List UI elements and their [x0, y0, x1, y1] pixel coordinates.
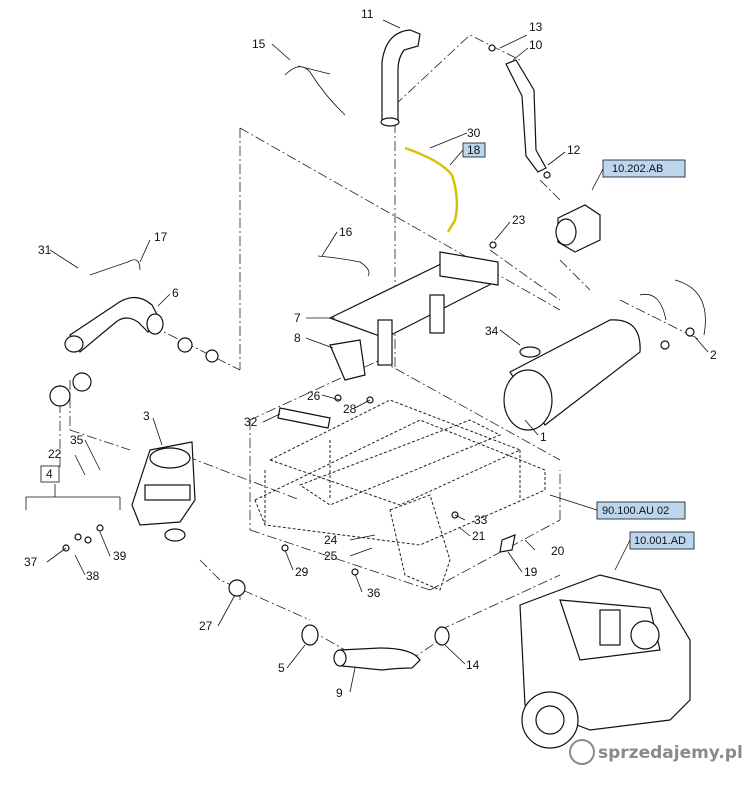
callout-11: 11 — [361, 7, 374, 21]
callout-39: 39 — [113, 549, 127, 563]
callout-21: 21 — [472, 529, 486, 543]
callout-9: 9 — [336, 686, 343, 700]
callout-14: 14 — [466, 658, 480, 672]
hardware — [62, 44, 551, 576]
part-tail-pipe — [505, 59, 547, 173]
callout-4-box — [40, 465, 60, 483]
callout-17: 17 — [154, 230, 168, 244]
callout-34: 34 — [485, 324, 499, 338]
callout-6: 6 — [172, 286, 179, 300]
callout-3: 3 — [143, 409, 150, 423]
watermark: sprzedajemy.pl — [569, 739, 743, 765]
callout-4: 4 — [46, 467, 53, 481]
callout-26: 26 — [307, 389, 321, 403]
callout-37: 37 — [24, 555, 38, 569]
callout-19: 19 — [524, 565, 538, 579]
watermark-icon — [569, 739, 595, 765]
assembly-lines — [59, 34, 701, 661]
callout-18: 18 — [467, 143, 481, 157]
callout-22: 22 — [48, 447, 62, 461]
ref-90-100[interactable]: 90.100.AU 02 — [602, 505, 669, 517]
callout-32: 32 — [244, 415, 258, 429]
part-air-filter-housing — [131, 441, 196, 542]
callout-29: 29 — [295, 565, 309, 579]
callout-33: 33 — [474, 513, 488, 527]
reference-boxes: 10.202.AB 90.100.AU 02 10.001.AD — [596, 159, 695, 550]
callout-15: 15 — [252, 37, 266, 51]
part-muffler-bands — [639, 279, 706, 350]
callout-7: 7 — [294, 311, 301, 325]
callout-20: 20 — [551, 544, 565, 558]
watermark-text: sprzedajemy.pl — [598, 743, 743, 763]
part-strap — [277, 407, 331, 429]
callout-27: 27 — [199, 619, 213, 633]
callout-28: 28 — [343, 402, 357, 416]
part-yellow-harness — [404, 146, 459, 233]
part-wire — [317, 255, 370, 277]
callout-1: 1 — [540, 430, 547, 444]
part-aftertreatment-canister — [555, 204, 601, 253]
part-intake-elbow — [64, 296, 219, 363]
ref-90-100-box[interactable] — [596, 501, 686, 520]
callout-35: 35 — [70, 433, 84, 447]
part-wire-17 — [89, 259, 141, 276]
part-hose — [333, 647, 421, 671]
part-exhaust-stack — [380, 29, 421, 127]
callout-36: 36 — [367, 586, 381, 600]
ref-10-202-box[interactable] — [602, 159, 686, 178]
callout-13: 13 — [529, 20, 543, 34]
leader-lines — [25, 19, 709, 693]
callout-2: 2 — [710, 348, 717, 362]
part-muffler — [503, 319, 641, 431]
callout-24: 24 — [324, 533, 338, 547]
part-support-bracket — [329, 339, 366, 381]
callout-30: 30 — [467, 126, 481, 140]
part-clamps-left — [49, 372, 92, 407]
callout-8: 8 — [294, 331, 301, 345]
callout-12: 12 — [567, 143, 581, 157]
chassis-frame — [254, 399, 546, 591]
part-clamp-5 — [301, 624, 319, 646]
callout-38: 38 — [86, 569, 100, 583]
callouts: 11 13 10 15 30 18 12 31 17 16 23 6 7 8 3… — [24, 7, 717, 700]
part-clip — [499, 534, 516, 553]
part-clamp-14 — [434, 626, 450, 646]
ref-10-001-box[interactable] — [629, 531, 695, 550]
ref-10-001[interactable]: 10.001.AD — [634, 535, 686, 547]
callout-25: 25 — [324, 549, 338, 563]
callout-23: 23 — [512, 213, 526, 227]
part-mounting-bracket — [328, 251, 499, 366]
part-engine — [519, 574, 691, 749]
callout-18-highlight — [462, 142, 486, 158]
callout-31: 31 — [38, 243, 52, 257]
callout-5: 5 — [278, 661, 285, 675]
callout-16: 16 — [339, 225, 353, 239]
ref-10-202[interactable]: 10.202.AB — [612, 163, 663, 175]
part-sensor-harness — [284, 65, 346, 116]
callout-10: 10 — [529, 38, 543, 52]
part-clamp-27 — [228, 579, 246, 597]
